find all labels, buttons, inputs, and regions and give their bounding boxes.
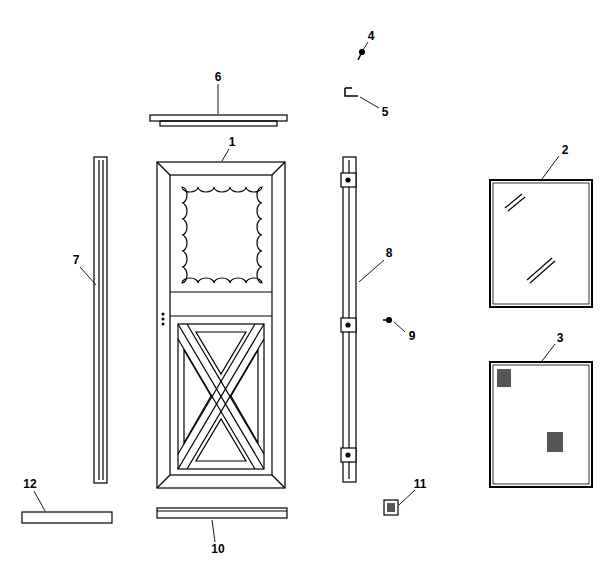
callout-number: 12 xyxy=(23,478,36,490)
latch-block xyxy=(384,500,398,515)
callout-number: 7 xyxy=(73,254,80,266)
screen-panel xyxy=(490,362,592,487)
top-rail xyxy=(150,115,287,126)
glass-panel xyxy=(490,180,592,307)
hinge-rail xyxy=(341,157,356,482)
callout-number: 5 xyxy=(382,106,389,118)
leader-lines xyxy=(34,42,559,542)
callout-number: 6 xyxy=(215,71,222,83)
door xyxy=(157,162,285,488)
callout-number: 9 xyxy=(409,330,416,342)
left-rail xyxy=(94,157,107,483)
bottom-rail xyxy=(157,508,287,518)
screw xyxy=(383,318,392,323)
screw xyxy=(358,50,365,61)
callout-number: 2 xyxy=(562,144,569,156)
sill xyxy=(22,512,112,523)
clip xyxy=(345,88,358,96)
callout-number: 8 xyxy=(386,247,393,259)
callout-number: 4 xyxy=(368,30,375,42)
callout-number: 1 xyxy=(229,136,236,148)
callout-number: 10 xyxy=(211,543,224,555)
callout-number: 11 xyxy=(414,478,427,490)
callout-number: 3 xyxy=(557,332,564,344)
